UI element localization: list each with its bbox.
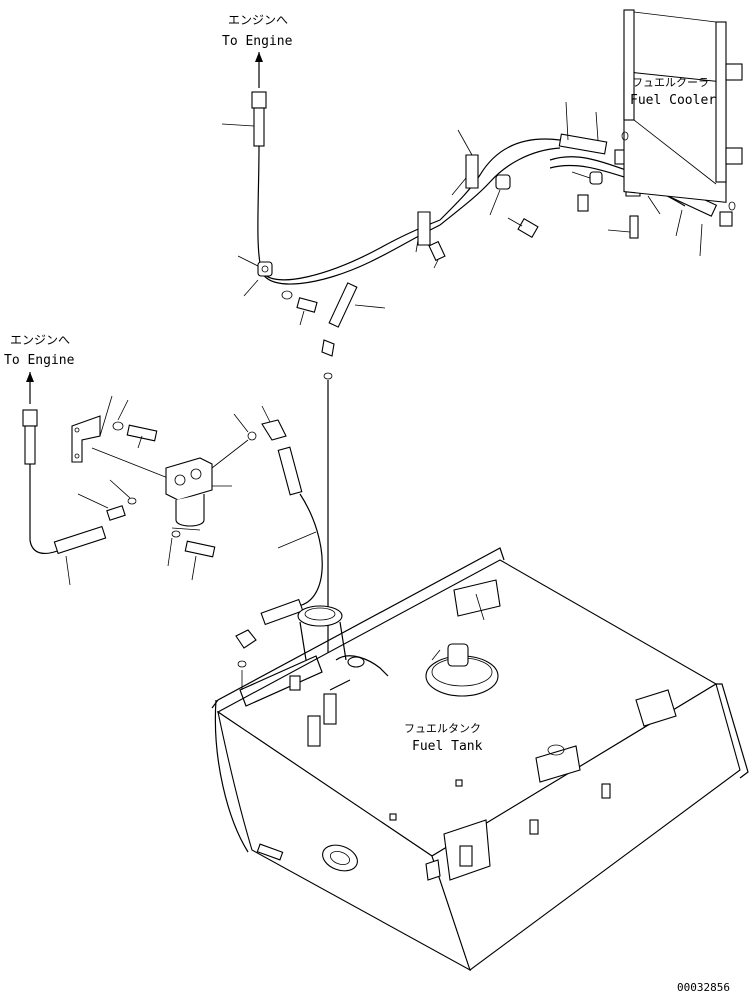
fuel-line-left — [29, 464, 61, 555]
fuel-filter — [165, 439, 249, 581]
fuel-cooler-en: Fuel Cooler — [630, 93, 716, 108]
cooler-bracket-left — [451, 129, 539, 238]
hose-diagonal — [321, 282, 386, 380]
drawing-number: 00032856 — [677, 981, 730, 994]
filter-outlet-hose — [233, 405, 323, 690]
filter-bracket — [71, 395, 169, 479]
fuel-cooler-jp: フュエルクーラ — [632, 76, 709, 89]
filter-inlet-hose — [53, 479, 137, 586]
to-engine-left-callout: エンジンへ To Engine — [4, 333, 75, 465]
to-engine-top-en: To Engine — [222, 34, 293, 49]
fuel-cooler: フュエルクーラ Fuel Cooler — [621, 9, 743, 211]
to-engine-left-jp: エンジンへ — [10, 333, 70, 347]
fuel-tank: フュエルタンク Fuel Tank — [211, 547, 749, 972]
to-engine-top-jp: エンジンへ — [228, 13, 288, 27]
arrow-up-icon — [255, 52, 263, 62]
fuel-line-top — [257, 145, 441, 281]
fuel-tank-jp: フュエルタンク — [404, 722, 481, 735]
clamp-left — [237, 255, 318, 326]
to-engine-left-en: To Engine — [4, 353, 75, 368]
to-engine-top-callout: エンジンへ To Engine — [221, 13, 293, 147]
fuel-tank-en: Fuel Tank — [412, 739, 483, 754]
arrow-up-icon-left — [26, 372, 34, 382]
cooler-inlet-hose — [558, 101, 628, 165]
clamp-mid — [415, 211, 446, 269]
